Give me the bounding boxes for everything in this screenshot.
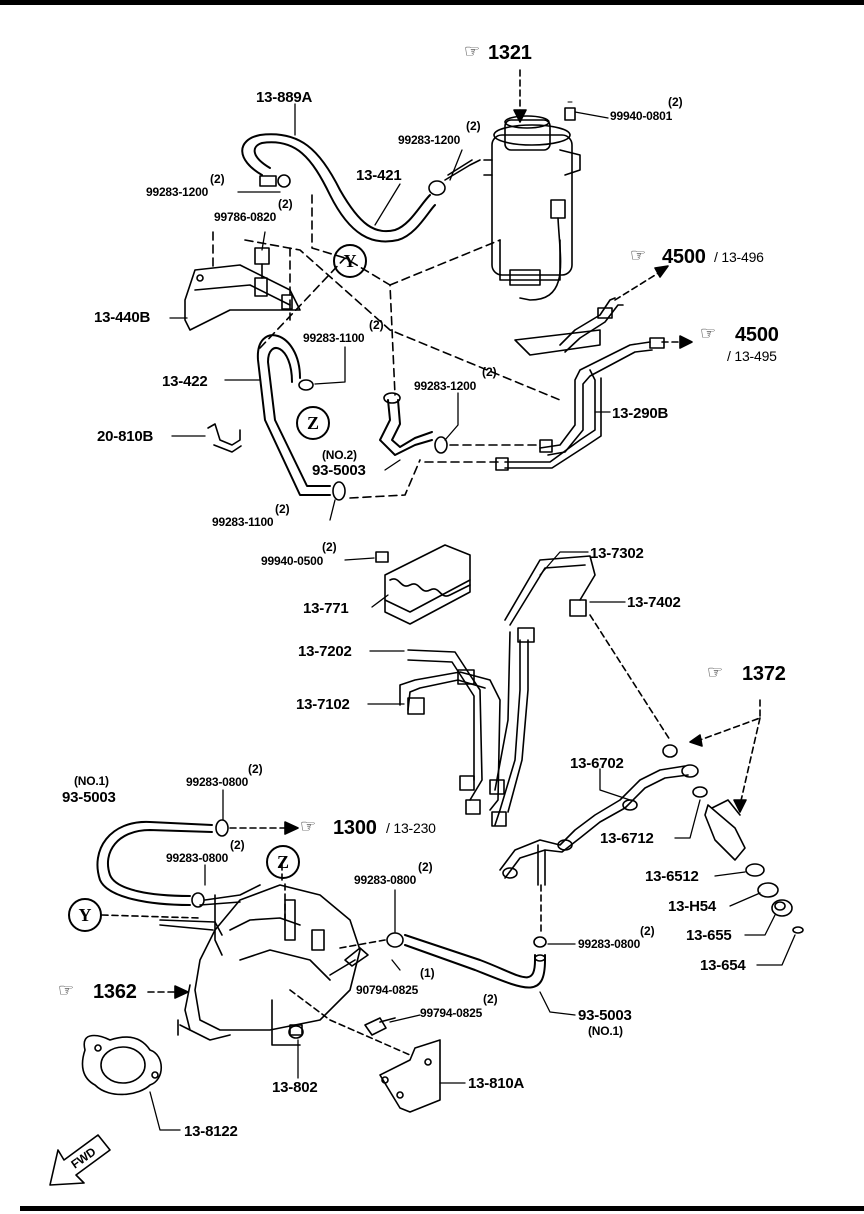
- label-99283-0800[interactable]: 99283-0800: [186, 775, 249, 789]
- pipe-13-290B: [495, 297, 665, 471]
- label-99283-1200[interactable]: 99283-1200: [146, 185, 209, 199]
- qty: (2): [275, 502, 290, 516]
- qty: (2): [210, 172, 225, 186]
- label-13-7402[interactable]: 13-7402: [627, 594, 681, 611]
- ref-1362[interactable]: 1362: [93, 981, 137, 1003]
- label-13-7102[interactable]: 13-7102: [296, 696, 350, 713]
- hose-93-5003-no1-left: [96, 819, 229, 908]
- label-99283-1100[interactable]: 99283-1100: [303, 331, 365, 345]
- label-93-5003-no1-right[interactable]: 93-5003: [578, 1007, 632, 1024]
- qty: (2): [278, 197, 293, 211]
- leader-lines: [149, 103, 796, 1131]
- label-no1: (NO.1): [74, 774, 109, 788]
- label-no2: (NO.2): [322, 448, 357, 462]
- qty: (2): [322, 540, 337, 554]
- leader-dash-440: [212, 231, 561, 401]
- fuel-filter: [483, 101, 581, 301]
- qty: (2): [248, 762, 263, 776]
- label-13-7202[interactable]: 13-7202: [298, 643, 352, 660]
- label-no1: (NO.1): [588, 1024, 623, 1038]
- label-99940-0801[interactable]: 99940-0801: [610, 109, 673, 123]
- bolt-90794-0825: [329, 947, 369, 976]
- hose-13-422: [256, 334, 346, 501]
- label-13-810A[interactable]: 13-810A: [468, 1075, 525, 1092]
- label-13-H54[interactable]: 13-H54: [668, 898, 716, 915]
- label-13-8122[interactable]: 13-8122: [184, 1123, 238, 1140]
- marker-z-bottom: Z: [266, 845, 300, 879]
- label-13-422[interactable]: 13-422: [162, 373, 208, 390]
- qty: (2): [466, 119, 481, 133]
- ref-4500-a[interactable]: 4500: [662, 246, 706, 268]
- gasket-13-8122: [81, 1034, 163, 1096]
- hose-93-5003-no1-right: [386, 932, 546, 989]
- qty: (2): [230, 838, 245, 852]
- label-13-6702[interactable]: 13-6702: [570, 755, 624, 772]
- hand-pointer-icon: ☞: [300, 816, 317, 837]
- ref-1321[interactable]: 1321: [488, 42, 532, 64]
- marker-y-bottom: Y: [68, 898, 102, 932]
- label-99283-1200[interactable]: 99283-1200: [414, 379, 477, 393]
- injection-pump: [159, 884, 361, 1046]
- bracket-13-440B: [184, 247, 301, 331]
- hand-pointer-icon: ☞: [707, 662, 724, 683]
- bracket-13-810A: [379, 1039, 441, 1113]
- qty: (2): [483, 992, 498, 1006]
- ref-1300[interactable]: 1300: [333, 817, 377, 839]
- injection-pipes: [399, 555, 596, 827]
- label-13-6712[interactable]: 13-6712: [600, 830, 654, 847]
- ref-1300-sub: / 13-230: [386, 820, 436, 836]
- label-13-889A[interactable]: 13-889A: [256, 89, 313, 106]
- injection-nozzle: [692, 786, 804, 934]
- ref-1372[interactable]: 1372: [742, 663, 786, 685]
- ref-1372-arrows: [699, 699, 761, 806]
- label-13-7302[interactable]: 13-7302: [590, 545, 644, 562]
- label-99786-0820[interactable]: 99786-0820: [214, 210, 277, 224]
- ref-4500-arrow-a: [614, 271, 661, 301]
- label-93-5003-no2[interactable]: 93-5003: [312, 462, 366, 479]
- qty: (2): [418, 860, 433, 874]
- qty: (2): [668, 95, 683, 109]
- label-13-654[interactable]: 13-654: [700, 957, 746, 974]
- label-99940-0500[interactable]: 99940-0500: [261, 554, 324, 568]
- clip-20-810B: [207, 423, 242, 453]
- clamp-99283-1200: [428, 159, 481, 196]
- qty: (2): [482, 365, 497, 379]
- bottom-rule: [20, 1206, 864, 1211]
- bolt-99794-0825: [364, 1017, 396, 1036]
- ref-4500-b[interactable]: 4500: [735, 324, 779, 346]
- hand-pointer-icon: ☞: [630, 245, 647, 266]
- marker-z-top: Z: [296, 406, 330, 440]
- label-93-5003-no1-left[interactable]: 93-5003: [62, 789, 116, 806]
- label-90794-0825[interactable]: 90794-0825: [356, 983, 419, 997]
- hose-93-5003-no2: [379, 392, 448, 456]
- hand-pointer-icon: ☞: [700, 323, 717, 344]
- qty: (1): [420, 966, 435, 980]
- label-13-290B[interactable]: 13-290B: [612, 405, 669, 422]
- label-13-6512[interactable]: 13-6512: [645, 868, 699, 885]
- ref-4500-a-sub: / 13-496: [714, 249, 764, 265]
- qty: (2): [369, 318, 384, 332]
- marker-y-top: Y: [333, 244, 367, 278]
- label-99283-1100[interactable]: 99283-1100: [212, 515, 274, 529]
- qty: (2): [640, 924, 655, 938]
- label-13-655[interactable]: 13-655: [686, 927, 732, 944]
- hand-pointer-icon: ☞: [58, 980, 75, 1001]
- ref-4500-b-sub: / 13-495: [727, 348, 777, 364]
- fwd-arrow: [49, 1134, 111, 1186]
- label-13-771[interactable]: 13-771: [303, 600, 349, 617]
- label-99283-0800[interactable]: 99283-0800: [166, 851, 229, 865]
- label-13-440B[interactable]: 13-440B: [94, 309, 151, 326]
- label-13-802[interactable]: 13-802: [272, 1079, 318, 1096]
- top-rule: [0, 0, 864, 5]
- label-13-421[interactable]: 13-421: [356, 167, 402, 184]
- hand-pointer-icon: ☞: [464, 41, 481, 62]
- label-99283-0800[interactable]: 99283-0800: [354, 873, 417, 887]
- clamp-13-771: [375, 544, 471, 625]
- label-99283-1200[interactable]: 99283-1200: [398, 133, 461, 147]
- label-99794-0825[interactable]: 99794-0825: [420, 1006, 483, 1020]
- label-99283-0800[interactable]: 99283-0800: [578, 937, 641, 951]
- label-20-810B[interactable]: 20-810B: [97, 428, 154, 445]
- hose-13-889A: [241, 133, 436, 243]
